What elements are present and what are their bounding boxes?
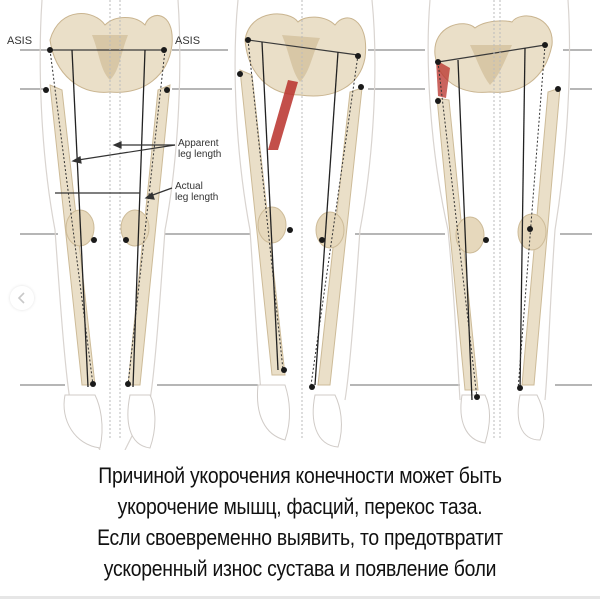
leg-length-diagram (20, 0, 592, 450)
bottom-divider (0, 596, 600, 599)
apparent-label-line2: leg length (178, 148, 222, 160)
chevron-left-icon (17, 292, 25, 304)
muscle-highlight (268, 80, 298, 150)
asis-label-right: ASIS (175, 35, 201, 47)
actual-label-line2: leg length (175, 191, 219, 203)
previous-slide-button[interactable] (10, 286, 34, 310)
apparent-label-line1: Apparent (178, 138, 219, 149)
anatomy-illustration: ASIS ASIS Apparent leg length Actual leg… (7, 0, 592, 450)
caption-line-1: Причиной укорочения конечности может быт… (98, 463, 502, 488)
actual-label-line1: Actual (175, 181, 203, 192)
caption-line-2: укорочение мышц, фасций, перекос таза. (117, 494, 483, 519)
asis-label-left: ASIS (7, 35, 33, 47)
caption-line-3: Если своевременно выявить, то предотврат… (97, 525, 503, 550)
actual-leg-length-label: Actual leg length (175, 181, 219, 203)
caption-text: Причиной укорочения конечности может быт… (0, 460, 600, 584)
panel-3 (427, 0, 571, 444)
muscle-highlight (436, 60, 450, 98)
reference-lines (20, 49, 592, 386)
panel-1 (39, 0, 181, 450)
apparent-leg-length-label: Apparent leg length (178, 138, 222, 160)
caption-line-4: ускоренный износ сустава и появление бол… (103, 556, 497, 581)
panel-2 (234, 0, 376, 448)
